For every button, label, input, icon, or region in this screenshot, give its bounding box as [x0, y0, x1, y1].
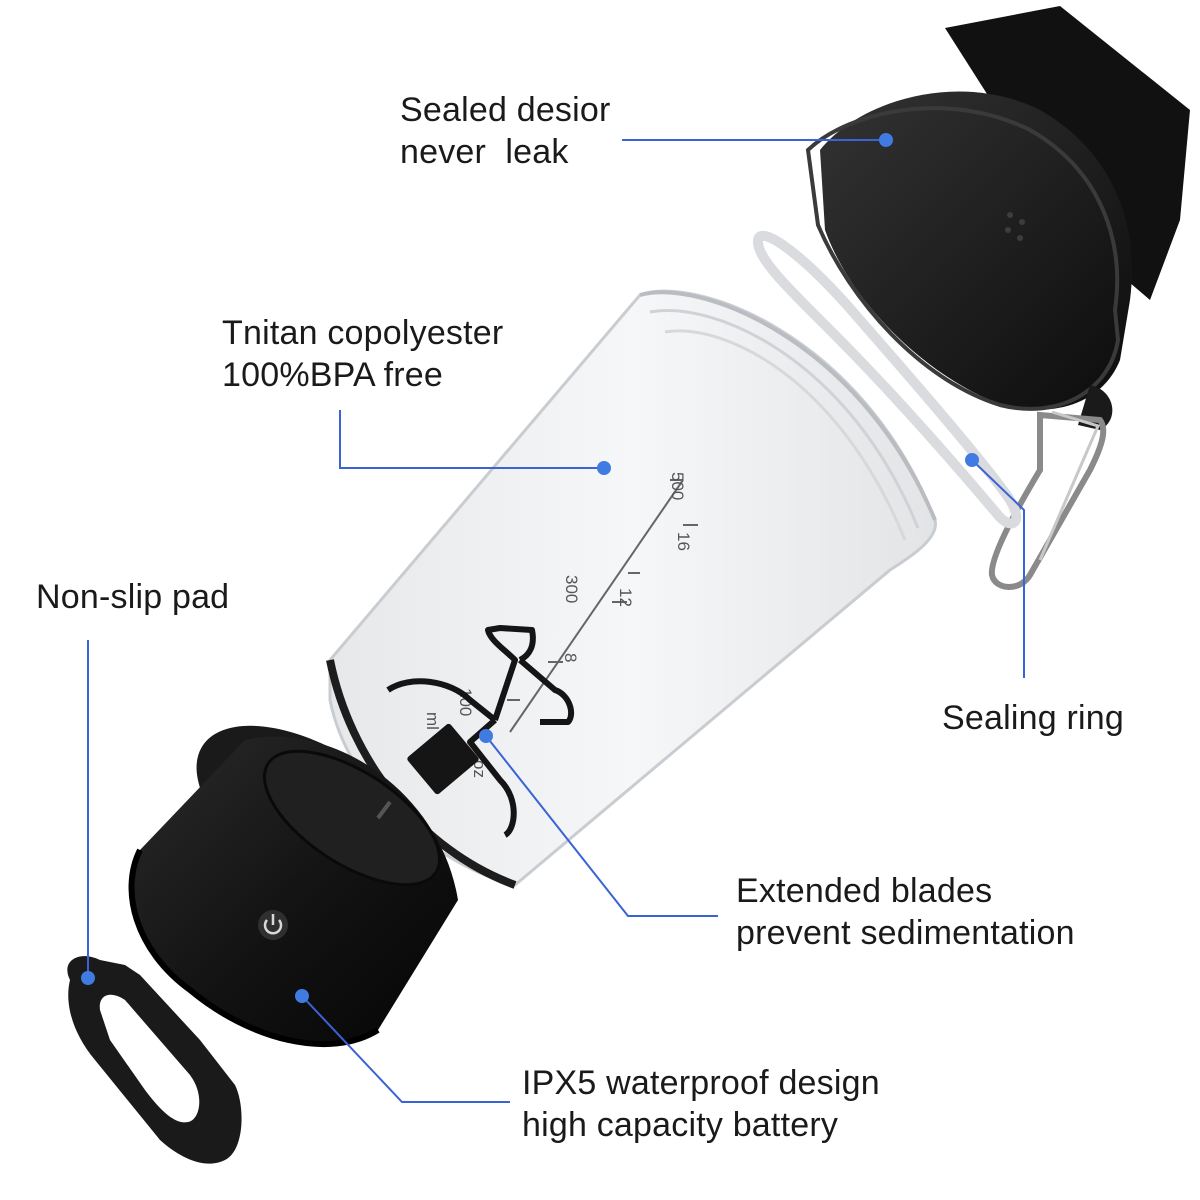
callout-lid-line1: Sealed desior [400, 91, 611, 129]
non-slip-pad [67, 956, 242, 1164]
scale-oz-16: 16 [674, 532, 693, 551]
callout-dot-cup [597, 461, 611, 475]
callout-label-lid: Sealed desior never leak [400, 89, 611, 173]
callout-label-ring: Sealing ring [942, 697, 1124, 739]
callout-dot-lid [879, 133, 893, 147]
callout-base-line1: IPX5 waterproof design [522, 1064, 880, 1102]
scale-ml-300: 300 [562, 575, 581, 603]
callout-line-ring [971, 459, 1025, 678]
callout-lines [87, 139, 1025, 1103]
callout-lid-line2: never leak [400, 133, 569, 171]
extended-blades [386, 625, 575, 838]
callout-dot-ring [965, 453, 979, 467]
scale-oz-8: 8 [561, 653, 580, 662]
scale-oz-12: 12 [616, 588, 635, 607]
callout-cup-line2: 100%BPA free [222, 356, 444, 394]
lid [805, 6, 1190, 590]
motor-base [128, 725, 459, 1048]
callout-label-pad: Non-slip pad [36, 576, 229, 618]
callout-label-blade: Extended blades prevent sedimentation [736, 870, 1075, 954]
power-icon[interactable] [258, 910, 288, 940]
callout-blade-line2: prevent sedimentation [736, 914, 1075, 952]
callout-ring-line1: Sealing ring [942, 699, 1124, 737]
callout-dot-blade [479, 729, 493, 743]
callout-pad-line1: Non-slip pad [36, 578, 230, 616]
callout-dots [81, 133, 979, 1003]
sealing-ring [753, 230, 1022, 529]
callout-line-cup [339, 410, 604, 469]
callout-dot-pad [81, 971, 95, 985]
cup-scale [507, 479, 698, 733]
callout-dot-base [295, 989, 309, 1003]
callout-line-base [301, 995, 510, 1103]
callout-label-cup: Tnitan copolyester 100%BPA free [222, 312, 503, 396]
callout-base-line2: high capacity battery [522, 1106, 839, 1144]
callout-label-base: IPX5 waterproof design high capacity bat… [522, 1062, 880, 1146]
scale-ml-unit: ml [423, 712, 442, 730]
callout-blade-line1: Extended blades [736, 872, 993, 910]
scale-ml-500: 500 [668, 472, 687, 500]
callout-cup-line1: Tnitan copolyester [222, 314, 504, 352]
callout-line-blade [485, 735, 718, 917]
